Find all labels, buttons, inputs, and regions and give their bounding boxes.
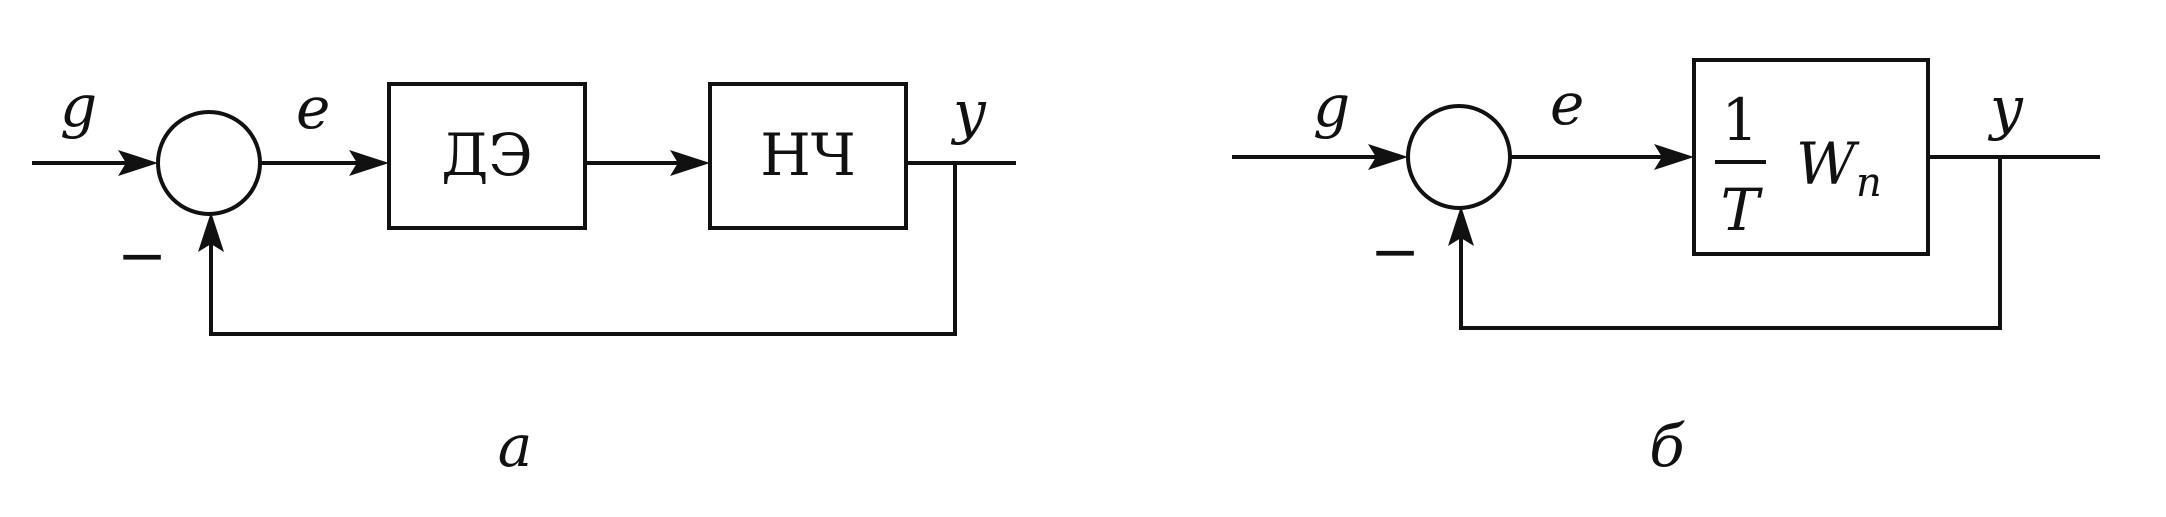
a-summing-junction <box>156 110 262 216</box>
a-block-de <box>387 82 587 230</box>
b-summing-junction <box>1406 104 1512 210</box>
a-block-nch <box>708 82 908 230</box>
b-block-subscript: n <box>1856 160 1882 206</box>
a-input-arrow <box>118 150 158 176</box>
b-feedback-sign: − <box>1370 217 1420 287</box>
b-block-numerator: 1 <box>1722 86 1759 154</box>
diagram-a: g e ДЭ НЧ y − а <box>32 72 1016 480</box>
a-input-label: g <box>60 72 97 140</box>
b-input-label: g <box>1313 72 1350 140</box>
a-block-de-label: ДЭ <box>441 121 533 189</box>
b-feedback-line <box>1459 157 2002 330</box>
a-error-label: e <box>296 74 330 142</box>
a-error-arrow <box>349 150 389 176</box>
b-feedback-arrow <box>1448 206 1474 246</box>
b-block-denominator: T <box>1721 176 1764 244</box>
a-link-arrow <box>670 150 710 176</box>
b-block-transfer <box>1692 58 1930 256</box>
b-input-arrow <box>1368 144 1408 170</box>
b-error-arrow <box>1654 144 1694 170</box>
b-caption: б <box>1649 412 1685 480</box>
b-output-label: y <box>1987 74 2024 142</box>
a-feedback-arrow <box>198 212 224 252</box>
a-caption: а <box>498 412 533 480</box>
a-feedback-sign: − <box>117 221 167 291</box>
b-block-main: W <box>1796 130 1860 198</box>
a-output-label: y <box>950 78 987 146</box>
diagram-b: g e 1 T W n y − б <box>1232 58 2100 480</box>
b-error-label: e <box>1550 70 1584 138</box>
a-block-nch-label: НЧ <box>760 121 855 189</box>
a-feedback-line <box>209 163 957 336</box>
